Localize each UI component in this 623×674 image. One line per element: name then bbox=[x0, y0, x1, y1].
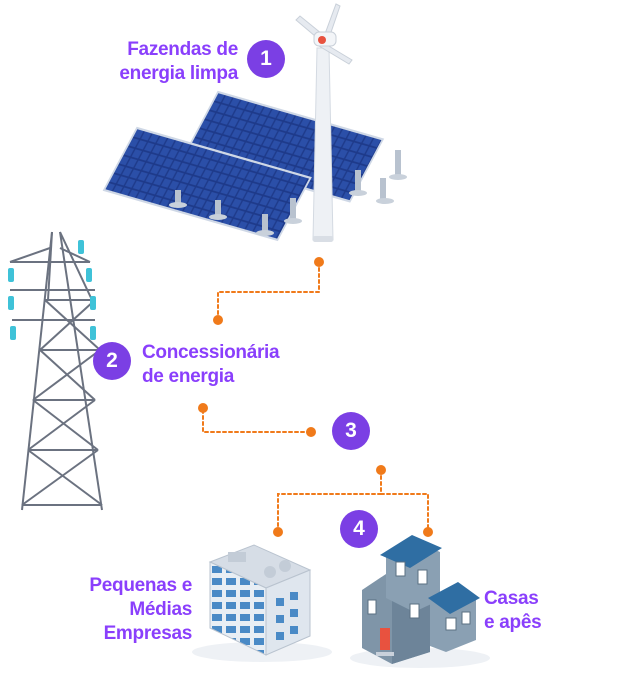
label-clean-energy-farms: Fazendas de energia limpa bbox=[90, 38, 238, 86]
label-energy-utility: Concessionária de energia bbox=[142, 341, 280, 389]
step-badge-2: 2 bbox=[93, 342, 131, 380]
label-clean-energy-farms-line1: Fazendas de bbox=[127, 39, 238, 60]
wind-turbine-icon bbox=[295, 3, 353, 242]
office-building-icon bbox=[192, 544, 332, 662]
label-homes-line2: e apês bbox=[484, 612, 542, 633]
step-badge-1: 1 bbox=[247, 40, 285, 78]
label-homes-line1: Casas bbox=[484, 588, 539, 609]
label-small-medium-business: Pequenas e Médias Empresas bbox=[56, 574, 192, 646]
insulator-icon bbox=[8, 240, 96, 340]
transmission-tower-icon bbox=[9, 231, 103, 511]
solar-panel-icon bbox=[102, 90, 407, 242]
step-badge-4: 4 bbox=[340, 510, 378, 548]
label-business-line2: Médias bbox=[129, 599, 192, 620]
label-energy-utility-line1: Concessionária bbox=[142, 342, 280, 363]
label-clean-energy-farms-line2: energia limpa bbox=[119, 63, 238, 84]
label-business-line1: Pequenas e bbox=[89, 575, 192, 596]
label-energy-utility-line2: de energia bbox=[142, 366, 235, 387]
connector-lines bbox=[202, 261, 429, 531]
label-homes: Casas e apês bbox=[484, 587, 542, 635]
label-business-line3: Empresas bbox=[103, 623, 193, 644]
house-icon bbox=[350, 535, 490, 668]
step-badge-3: 3 bbox=[332, 412, 370, 450]
connector-dots bbox=[198, 257, 433, 537]
